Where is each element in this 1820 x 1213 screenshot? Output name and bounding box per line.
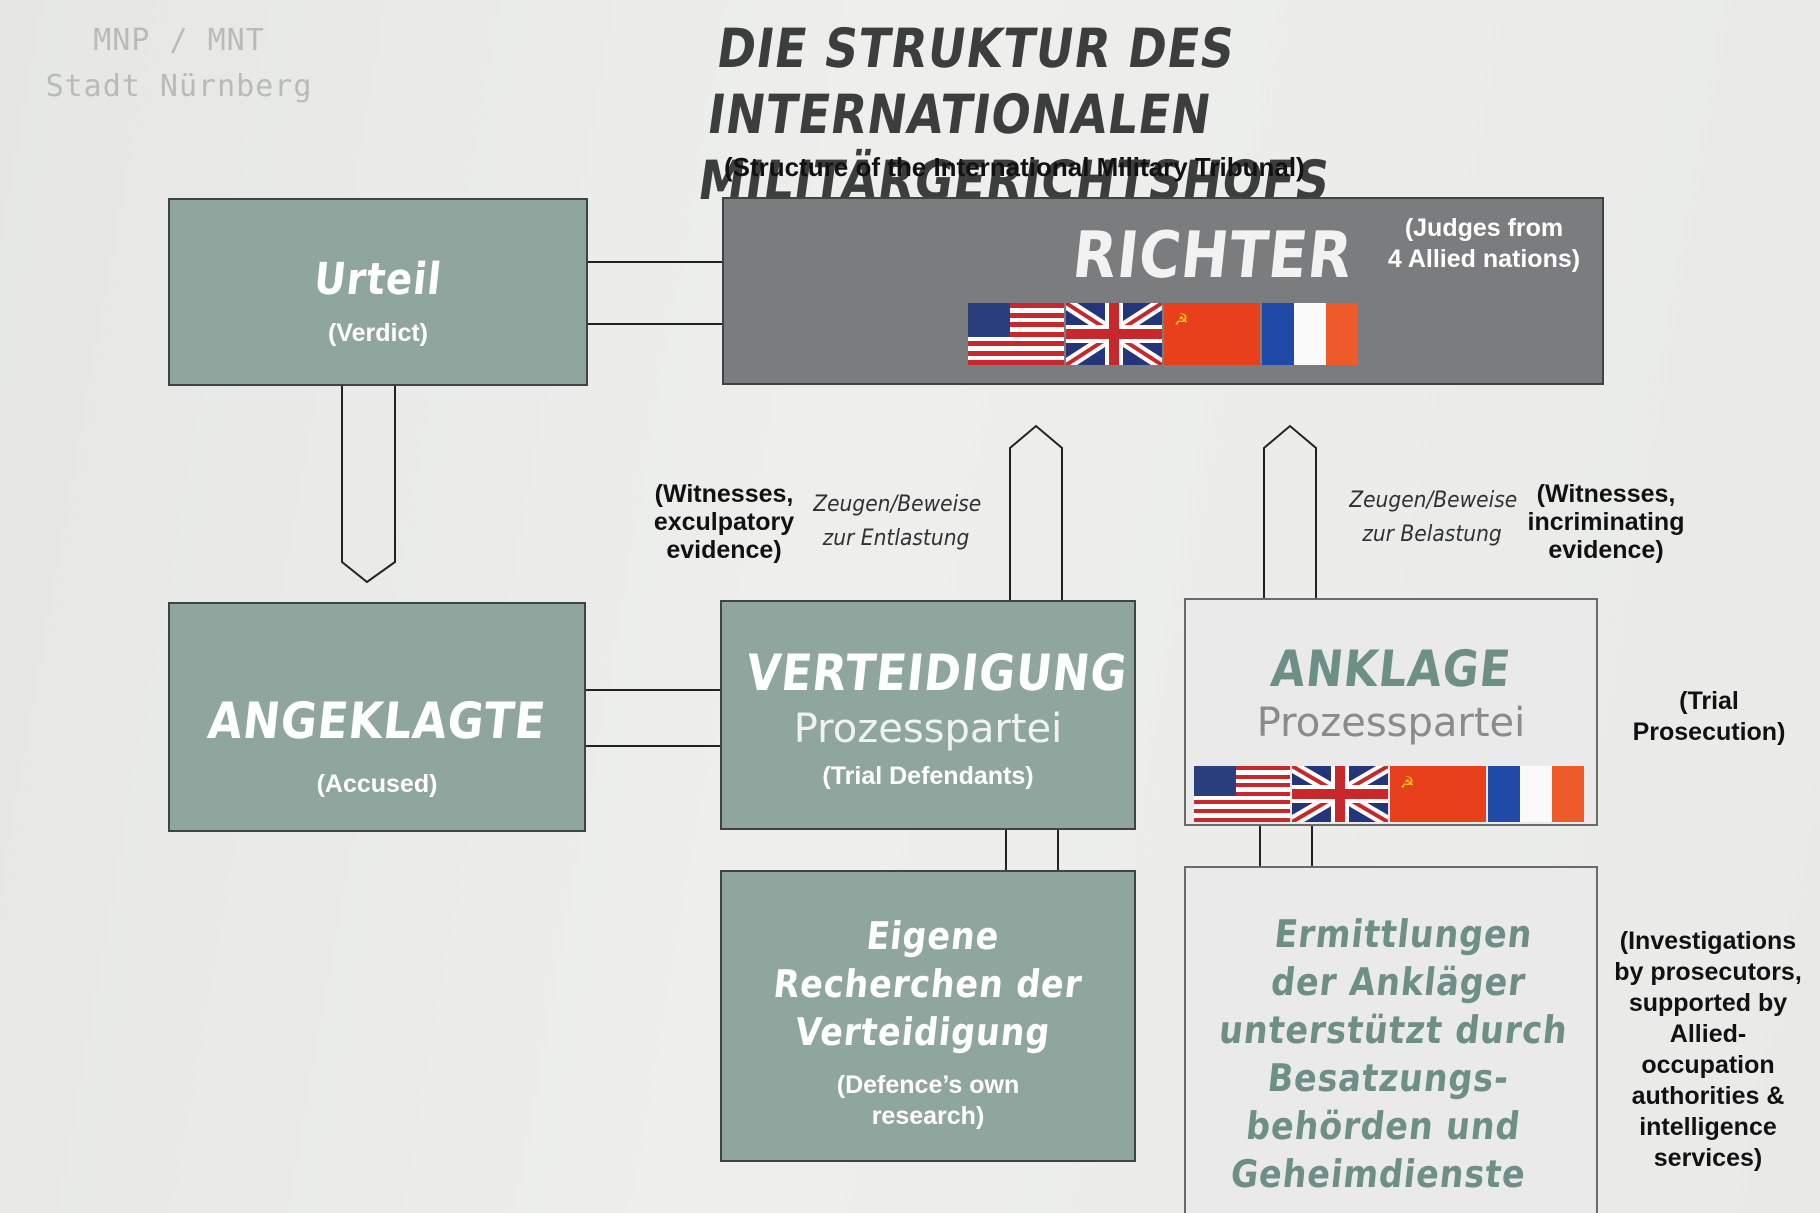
annotation-exculpatory-line1: (Witnesses, bbox=[654, 480, 794, 508]
urteil-label: Urteil bbox=[311, 254, 445, 305]
annotation-entlastung-line2: zur Entlastung bbox=[822, 526, 970, 551]
annotation-belastung: Zeugen/Beweise zur Belastung bbox=[1349, 484, 1518, 552]
annotation-investigations-line4: Allied- bbox=[1669, 1020, 1747, 1048]
verteidigung-english: (Trial Defendants) bbox=[822, 762, 1034, 790]
annotation-investigations-line6: authorities & bbox=[1631, 1082, 1785, 1110]
recherchen-english-line1: (Defence’s own bbox=[836, 1071, 1020, 1099]
uk-flag bbox=[1292, 766, 1388, 828]
annotation-incriminating-line1: (Witnesses, bbox=[1536, 480, 1676, 508]
annotation-investigations: (Investigations by prosecutors, supporte… bbox=[1604, 926, 1812, 1174]
annotation-investigations-line8: services) bbox=[1653, 1144, 1763, 1172]
recherchen-line3: Verteidigung bbox=[793, 1010, 1053, 1054]
annotation-belastung-line2: zur Belastung bbox=[1362, 522, 1502, 547]
annotation-exculpatory: (Witnesses, exculpatory evidence) bbox=[644, 480, 804, 564]
urteil-english: (Verdict) bbox=[327, 319, 429, 347]
richter-box: RICHTER (Judges from 4 Allied nations) ☭ bbox=[722, 197, 1604, 385]
angeklagte-label: ANGEKLAGTE bbox=[205, 692, 549, 750]
annotation-investigations-line1: (Investigations bbox=[1619, 927, 1797, 955]
svg-text:☭: ☭ bbox=[1174, 310, 1188, 329]
ermittlungen-line2: der Ankläger bbox=[1269, 960, 1529, 1004]
recherchen-label: Eigene Recherchen der Verteidigung bbox=[739, 912, 1117, 1056]
ermittlungen-line1: Ermittlungen bbox=[1272, 912, 1535, 956]
anklage-label: ANKLAGE bbox=[1268, 640, 1514, 698]
recherchen-line2: Recherchen der bbox=[771, 962, 1085, 1006]
verteidigung-box: VERTEIDIGUNG Prozesspartei (Trial Defend… bbox=[720, 600, 1136, 830]
richter-note-line1: (Judges from bbox=[1404, 214, 1564, 242]
richter-label: RICHTER bbox=[1069, 219, 1357, 293]
recherchen-line1: Eigene bbox=[864, 914, 1002, 958]
annotation-incriminating-line3: evidence) bbox=[1548, 536, 1664, 564]
ussr-flag: ☭ bbox=[1390, 766, 1486, 828]
usa-flag bbox=[968, 303, 1064, 365]
annotation-belastung-line1: Zeugen/Beweise bbox=[1349, 488, 1518, 513]
recherchen-english: (Defence’s own research) bbox=[722, 1070, 1134, 1132]
annotation-incriminating-line2: incriminating bbox=[1527, 508, 1685, 536]
anklage-sub: Prozesspartei bbox=[1256, 700, 1526, 746]
urteil-box: Urteil (Verdict) bbox=[168, 198, 588, 386]
usa-flag bbox=[1194, 766, 1290, 828]
annotation-prosecution-line1: (Trial bbox=[1679, 687, 1739, 715]
angeklagte-english: (Accused) bbox=[316, 770, 438, 798]
watermark: MNP / MNT Stadt Nürnberg bbox=[14, 18, 344, 110]
angeklagte-box: ANGEKLAGTE (Accused) bbox=[168, 602, 586, 832]
anklage-flags: ☭ bbox=[1194, 766, 1584, 828]
watermark-line2: Stadt Nürnberg bbox=[45, 69, 313, 104]
annotation-investigations-line2: by prosecutors, bbox=[1614, 958, 1802, 986]
recherchen-box: Eigene Recherchen der Verteidigung (Defe… bbox=[720, 870, 1136, 1162]
annotation-entlastung-line1: Zeugen/Beweise bbox=[813, 492, 982, 517]
page-subtitle: (Structure of the International Military… bbox=[724, 152, 1305, 182]
ussr-flag: ☭ bbox=[1164, 303, 1260, 365]
ermittlungen-line4: Besatzungs- bbox=[1265, 1056, 1512, 1100]
annotation-entlastung: Zeugen/Beweise zur Entlastung bbox=[813, 488, 982, 556]
ermittlungen-line6: Geheimdienste bbox=[1228, 1152, 1529, 1196]
france-flag bbox=[1262, 303, 1358, 365]
ermittlungen-line3: unterstützt durch bbox=[1217, 1008, 1571, 1052]
annotation-incriminating: (Witnesses, incriminating evidence) bbox=[1520, 480, 1692, 564]
arrow-anklage-to-richter bbox=[1263, 424, 1317, 598]
annotation-investigations-line5: occupation bbox=[1641, 1051, 1775, 1079]
recherchen-english-line2: research) bbox=[871, 1102, 985, 1130]
richter-flags: ☭ bbox=[968, 303, 1358, 365]
richter-note: (Judges from 4 Allied nations) bbox=[1374, 213, 1594, 275]
svg-text:☭: ☭ bbox=[1400, 773, 1414, 792]
annotation-exculpatory-line3: evidence) bbox=[666, 536, 782, 564]
ermittlungen-line5: behörden und bbox=[1244, 1104, 1523, 1148]
ermittlungen-label: Ermittlungen der Ankläger unterstützt du… bbox=[1195, 910, 1586, 1198]
annotation-prosecution: (Trial Prosecution) bbox=[1614, 686, 1804, 748]
arrow-verteidigung-to-richter bbox=[1009, 424, 1063, 600]
verteidigung-sub: Prozesspartei bbox=[793, 706, 1063, 752]
annotation-investigations-line3: supported by bbox=[1628, 989, 1788, 1017]
richter-note-line2: 4 Allied nations) bbox=[1387, 245, 1581, 273]
verteidigung-label: VERTEIDIGUNG bbox=[743, 644, 1131, 702]
france-flag bbox=[1488, 766, 1584, 828]
anklage-box: ANKLAGE Prozesspartei ☭ bbox=[1184, 598, 1598, 828]
uk-flag bbox=[1066, 303, 1162, 365]
annotation-exculpatory-line2: exculpatory bbox=[653, 508, 795, 536]
annotation-prosecution-line2: Prosecution) bbox=[1632, 718, 1786, 746]
watermark-line1: MNP / MNT bbox=[93, 23, 265, 58]
ermittlungen-box: Ermittlungen der Ankläger unterstützt du… bbox=[1184, 866, 1598, 1213]
arrow-urteil-to-angeklagte bbox=[341, 386, 396, 584]
annotation-investigations-line7: intelligence bbox=[1639, 1113, 1777, 1141]
